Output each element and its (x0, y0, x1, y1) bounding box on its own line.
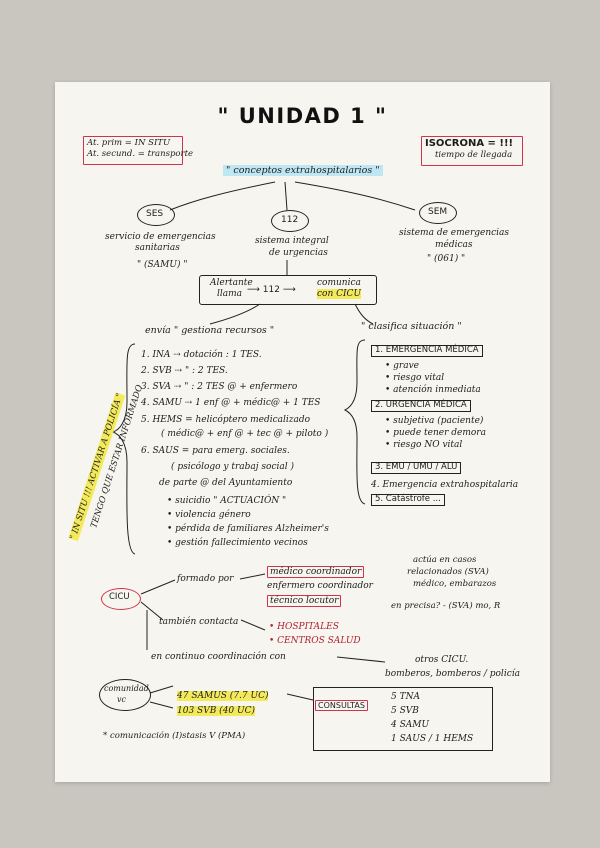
comunidad-stat-2: 103 SVB (40 UC) (177, 706, 255, 716)
ses-label: SES (146, 209, 164, 219)
flow-llama: llama (217, 289, 243, 299)
n112-desc-1: sistema integral (255, 236, 329, 246)
flow-comunica: comunica (317, 278, 361, 288)
cicu-contacta-2: • CENTROS SALUD (269, 636, 361, 646)
cicu-coordinacion: en continuo coordinación con (151, 652, 286, 662)
flow-arrow: ⟶ 112 ⟶ (247, 285, 296, 295)
connector-lines (111, 181, 416, 709)
comunidad-stat-2-text: 103 SVB (40 UC) (177, 706, 255, 716)
cicu-cuerpos-2: bomberos, bomberos / policía (385, 669, 520, 679)
resource-6-item-3: • pérdida de familiares Alzheimer's (167, 524, 329, 534)
notebook-page: " UNIDAD 1 " At. prim = IN SITU At. secu… (55, 82, 550, 782)
ses-desc-3: " (SAMU) " (137, 260, 188, 270)
attention-line-1: At. prim = IN SITU (87, 138, 171, 148)
class-4-head: 4. Emergencia extrahospitalaria (371, 480, 519, 490)
comunidad-label-2: vc (117, 695, 126, 704)
cicu-cuerpos-1: otros CICU. (415, 655, 469, 665)
class-5-head: 5. Catástrofe ... (371, 494, 445, 506)
resource-6-item-4: • gestión fallecimiento vecinos (167, 538, 308, 548)
page-title: " UNIDAD 1 " (217, 104, 388, 128)
sem-desc-1: sistema de emergencias (399, 228, 510, 238)
right-heading: " clasifica situación " (361, 321, 462, 332)
resource-6-item-1: • suicidio " ACTUACIÓN " (167, 496, 287, 506)
consultas-item-4: 1 SAUS / 1 HEMS (391, 734, 474, 744)
flow-con-cicu-text: con CICU (317, 289, 362, 299)
resource-1: 1. INA ⇢ dotación : 1 TES. (141, 350, 262, 360)
class-3-box: 3. EMU / UMU / ALU (371, 462, 462, 474)
comunidad-label-1: comunidad (104, 684, 149, 693)
class-2-item-2: • puede tener demora (385, 428, 486, 438)
resource-6-detail: ( psicólogo y trabaj social ) (171, 462, 295, 472)
cicu-contacta-1: • HOSPITALES (269, 622, 339, 632)
cicu-precisa: en precisa? - (SVA) mo, R (391, 601, 501, 611)
attention-box (83, 136, 183, 165)
cicu-circle (101, 588, 141, 610)
n112-desc-2: de urgencias (269, 248, 328, 258)
consultas-label-box: CONSULTAS (315, 700, 368, 712)
ses-desc-2: sanitarias (135, 243, 180, 253)
class-1-item-1: • grave (385, 361, 420, 371)
resource-5: 5. HEMS = helicóptero medicalizado (141, 415, 311, 425)
resource-6-item-2: • violencia género (167, 510, 251, 520)
comunidad-stat-1-text: 47 SAMUS (7.7 UC) (177, 691, 269, 701)
flow-alertante: Alertante (210, 278, 253, 288)
class-2-item-1: • subjetiva (paciente) (385, 416, 484, 426)
resource-5-detail: ( médic@ + enf @ + tec @ + piloto ) (161, 429, 329, 439)
flow-112: 112 (262, 285, 280, 295)
sem-desc-3: " (061) " (427, 254, 466, 264)
cicu-formado: formado por (177, 574, 234, 584)
subtitle: " conceptos extrahospitalarios " (223, 165, 383, 177)
resource-6: 6. SAUS = para emerg. sociales. (141, 446, 290, 456)
cicu-note-2: relacionados (SVA) (407, 567, 489, 577)
cicu-formado-3-box: técnico locutor (267, 595, 342, 608)
cicu-contacta: también contacta (159, 617, 239, 627)
consultas-label: CONSULTAS (315, 700, 368, 712)
resource-2: 2. SVB ⇢ " : 2 TES. (141, 366, 228, 376)
class-1-box: 1. EMERGENCIA MÉDICA (371, 345, 483, 357)
n112-label: 112 (281, 215, 299, 225)
sem-circle (419, 202, 457, 224)
left-heading: envía " gestiona recursos " (145, 325, 275, 336)
n112-circle (271, 210, 309, 232)
class-2-head: 2. URGENCIA MÉDICA (371, 400, 471, 412)
ses-circle (137, 204, 175, 226)
ses-desc-1: servicio de emergencias (105, 232, 216, 242)
cicu-note-3: médico, embarazos (413, 579, 497, 589)
class-1-item-3: • atención inmediata (385, 385, 481, 395)
class-1-head: 1. EMERGENCIA MÉDICA (371, 345, 483, 357)
attention-line-2: At. secund. = transporte (87, 149, 194, 159)
class-1-item-2: • riesgo vital (385, 373, 445, 383)
isocrona-desc: tiempo de llegada (435, 150, 513, 160)
flow-con-cicu: con CICU (317, 289, 362, 299)
cicu-note-1: actúa en casos (413, 555, 477, 565)
isocrona-label: ISOCRONA = !!! (425, 138, 514, 149)
cicu-formado-2: enfermero coordinador (267, 581, 373, 591)
resource-4: 4. SAMU ⇢ 1 enf @ + médic@ + 1 TES (141, 398, 321, 408)
comunidad-stat-1: 47 SAMUS (7.7 UC) (177, 691, 269, 701)
class-3-head: 3. EMU / UMU / ALU (371, 462, 462, 474)
consultas-item-3: 4 SAMU (391, 720, 430, 730)
sem-label: SEM (428, 207, 448, 217)
isocrona-box (421, 136, 523, 166)
class-2-item-3: • riesgo NO vital (385, 440, 463, 450)
cicu-formado-1: médico coordinador (267, 566, 365, 579)
class-5-box: 5. Catástrofe ... (371, 494, 445, 506)
sem-desc-2: médicas (435, 240, 473, 250)
consultas-box (313, 687, 493, 751)
resource-6-origin: de parte @ del Ayuntamiento (159, 478, 293, 488)
consultas-item-2: 5 SVB (391, 706, 419, 716)
comunidad-comunicacion: * comunicación (I)stasis V (PMA) (103, 731, 246, 741)
subtitle-text: " conceptos extrahospitalarios " (223, 165, 383, 176)
resource-3: 3. SVA ⇢ " : 2 TES @ + enfermero (141, 382, 298, 392)
alert-flow-box (199, 275, 377, 305)
cicu-formado-1-box: médico coordinador (267, 566, 365, 579)
consultas-item-1: 5 TNA (391, 692, 420, 702)
comunidad-circle (99, 679, 151, 711)
cicu-formado-3: técnico locutor (267, 595, 342, 608)
cicu-label: CICU (109, 592, 130, 602)
class-2-box: 2. URGENCIA MÉDICA (371, 400, 471, 412)
